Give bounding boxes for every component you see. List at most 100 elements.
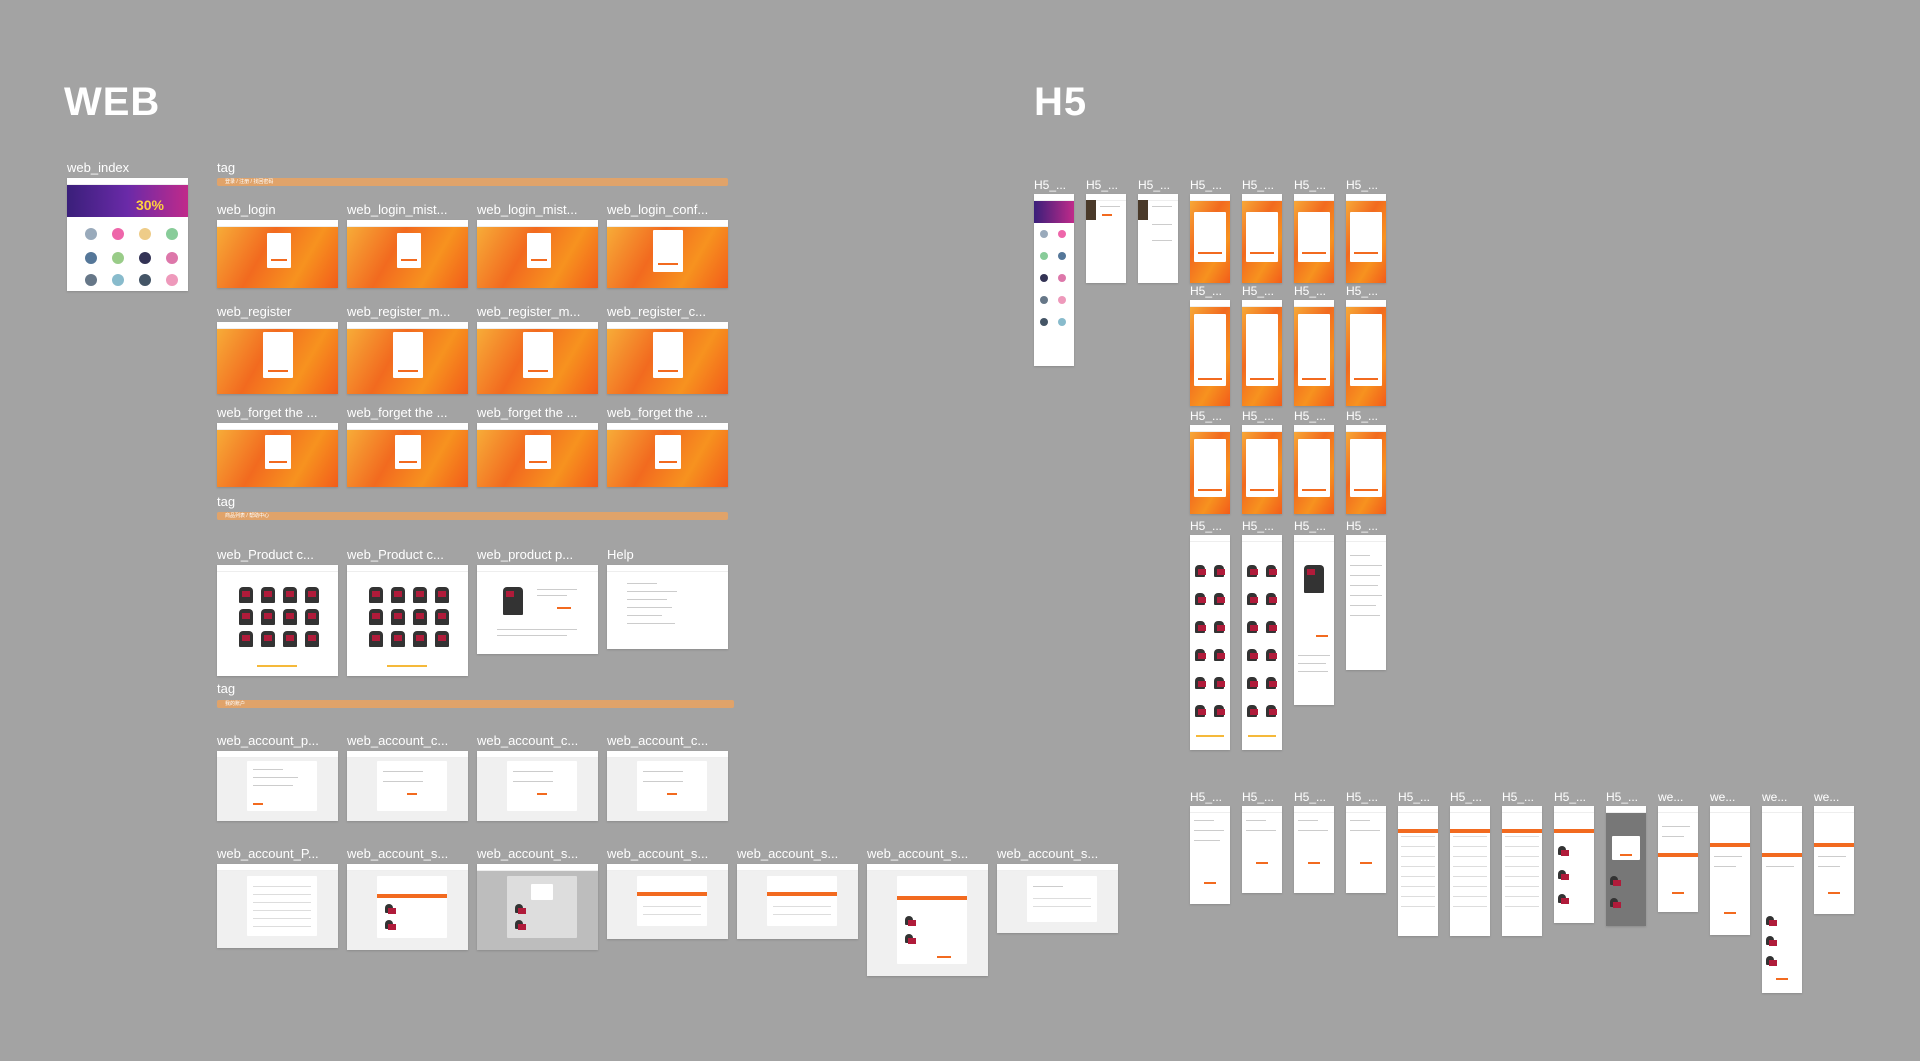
artboard-label: H5_...	[1346, 284, 1379, 298]
artboard-h5-login-3[interactable]	[1294, 194, 1334, 283]
artboard-label: web_account_c...	[347, 733, 449, 748]
artboard-label: H5_...	[1190, 790, 1223, 804]
artboard-web-login-mistake-2[interactable]	[477, 220, 598, 288]
artboard-web-account-shipping-5[interactable]	[867, 864, 988, 976]
artboard-label: Help	[607, 547, 634, 562]
artboard-label: web_account_c...	[607, 733, 709, 748]
artboard-h5-forget-1[interactable]	[1190, 425, 1230, 514]
artboard-help[interactable]	[607, 565, 728, 649]
artboard-label: web_account_P...	[217, 846, 319, 861]
artboard-h5-points-3[interactable]	[1502, 806, 1542, 936]
artboard-label: H5_...	[1346, 178, 1379, 192]
artboard-web-forget-1[interactable]	[217, 423, 338, 487]
artboard-label: web_account_p...	[217, 733, 319, 748]
artboard-web-account-shipping-3[interactable]	[607, 864, 728, 939]
artboard-h5-shipping-modal[interactable]	[1606, 806, 1646, 926]
artboard-label: web_register_m...	[347, 304, 451, 319]
artboard-h5-login-4[interactable]	[1346, 194, 1386, 283]
artboard-label: H5_...	[1554, 790, 1587, 804]
tag-label: tag	[217, 160, 236, 175]
artboard-label: web_login_mist...	[347, 202, 448, 217]
artboard-h5-menu-1[interactable]	[1086, 194, 1126, 283]
web-section-title: WEB	[64, 80, 161, 124]
artboard-h5-forget-2[interactable]	[1242, 425, 1282, 514]
artboard-web-account-shipping-1[interactable]	[347, 864, 468, 950]
artboard-h5-register-1[interactable]	[1190, 300, 1230, 406]
artboard-label: H5_...	[1346, 519, 1379, 533]
artboard-h5-forget-3[interactable]	[1294, 425, 1334, 514]
artboard-h5-forget-4[interactable]	[1346, 425, 1386, 514]
artboard-web-account-shipping-4[interactable]	[737, 864, 858, 939]
tag-bar: 登录 / 注册 / 找回密码	[217, 178, 728, 186]
artboard-web-forget-3[interactable]	[477, 423, 598, 487]
artboard-label: web_forget the ...	[347, 405, 448, 420]
artboard-h5-menu-2[interactable]	[1138, 194, 1178, 283]
artboard-web-register-mistake-1[interactable]	[347, 322, 468, 394]
artboard-label: web_register_c...	[607, 304, 706, 319]
artboard-label: web_account_c...	[477, 733, 579, 748]
artboard-we-4[interactable]	[1814, 806, 1854, 914]
artboard-label: H5_...	[1190, 519, 1223, 533]
artboard-h5-shipping-1[interactable]	[1554, 806, 1594, 923]
artboard-web-login[interactable]	[217, 220, 338, 288]
artboard-we-1[interactable]	[1658, 806, 1698, 912]
artboard-web-account-shipping-6[interactable]	[997, 864, 1118, 933]
artboard-h5-product-page[interactable]	[1294, 535, 1334, 705]
artboard-label: web_register_m...	[477, 304, 581, 319]
artboard-h5-points-1[interactable]	[1398, 806, 1438, 936]
artboard-label: we...	[1658, 790, 1684, 804]
artboard-web-register-confirm[interactable]	[607, 322, 728, 394]
artboard-h5-account-2[interactable]	[1242, 806, 1282, 893]
artboard-web-register-mistake-2[interactable]	[477, 322, 598, 394]
artboard-label: H5_...	[1242, 790, 1275, 804]
artboard-h5-account-1[interactable]	[1190, 806, 1230, 904]
artboard-web-register[interactable]	[217, 322, 338, 394]
artboard-label: H5_...	[1242, 284, 1275, 298]
artboard-label: H5_...	[1294, 519, 1327, 533]
artboard-web-account-change-2[interactable]	[477, 751, 598, 821]
artboard-h5-points-2[interactable]	[1450, 806, 1490, 936]
artboard-web-product-catalog-2[interactable]	[347, 565, 468, 676]
artboard-web-account-shipping-2[interactable]	[477, 864, 598, 950]
artboard-label: web_account_s...	[737, 846, 839, 861]
artboard-h5-login-2[interactable]	[1242, 194, 1282, 283]
artboard-label: web_index	[67, 160, 130, 175]
artboard-web-login-confirm[interactable]	[607, 220, 728, 288]
artboard-label: web_Product c...	[217, 547, 314, 562]
artboard-web-account-change-3[interactable]	[607, 751, 728, 821]
artboard-label: H5_...	[1294, 790, 1327, 804]
artboard-web-forget-4[interactable]	[607, 423, 728, 487]
artboard-h5-help[interactable]	[1346, 535, 1386, 670]
artboard-web-account-points[interactable]	[217, 864, 338, 948]
artboard-web-index[interactable]: 30%	[67, 178, 188, 291]
artboard-we-3[interactable]	[1762, 806, 1802, 993]
artboard-h5-register-2[interactable]	[1242, 300, 1282, 406]
artboard-label: web_account_s...	[607, 846, 709, 861]
artboard-h5-index[interactable]	[1034, 194, 1074, 366]
artboard-web-product-page[interactable]	[477, 565, 598, 654]
h5-section-title: H5	[1034, 80, 1088, 124]
artboard-label: H5_...	[1294, 178, 1327, 192]
artboard-label: H5_...	[1294, 409, 1327, 423]
artboard-h5-account-4[interactable]	[1346, 806, 1386, 893]
artboard-label: H5_...	[1346, 790, 1379, 804]
artboard-web-login-mistake-1[interactable]	[347, 220, 468, 288]
artboard-label: H5_...	[1190, 178, 1223, 192]
artboard-h5-register-4[interactable]	[1346, 300, 1386, 406]
artboard-label: web_register	[217, 304, 292, 319]
artboard-label: H5_...	[1606, 790, 1639, 804]
artboard-h5-register-3[interactable]	[1294, 300, 1334, 406]
artboard-h5-product-list-1[interactable]	[1190, 535, 1230, 750]
artboard-label: H5_...	[1190, 284, 1223, 298]
artboard-label: web_forget the ...	[217, 405, 318, 420]
artboard-web-account-profile[interactable]	[217, 751, 338, 821]
artboard-web-forget-2[interactable]	[347, 423, 468, 487]
artboard-label: web_forget the ...	[477, 405, 578, 420]
artboard-h5-product-list-2[interactable]	[1242, 535, 1282, 750]
artboard-web-product-catalog-1[interactable]	[217, 565, 338, 676]
artboard-we-2[interactable]	[1710, 806, 1750, 935]
artboard-h5-account-3[interactable]	[1294, 806, 1334, 893]
tag-label: tag	[217, 494, 236, 509]
artboard-web-account-change-1[interactable]	[347, 751, 468, 821]
artboard-h5-login-1[interactable]	[1190, 194, 1230, 283]
